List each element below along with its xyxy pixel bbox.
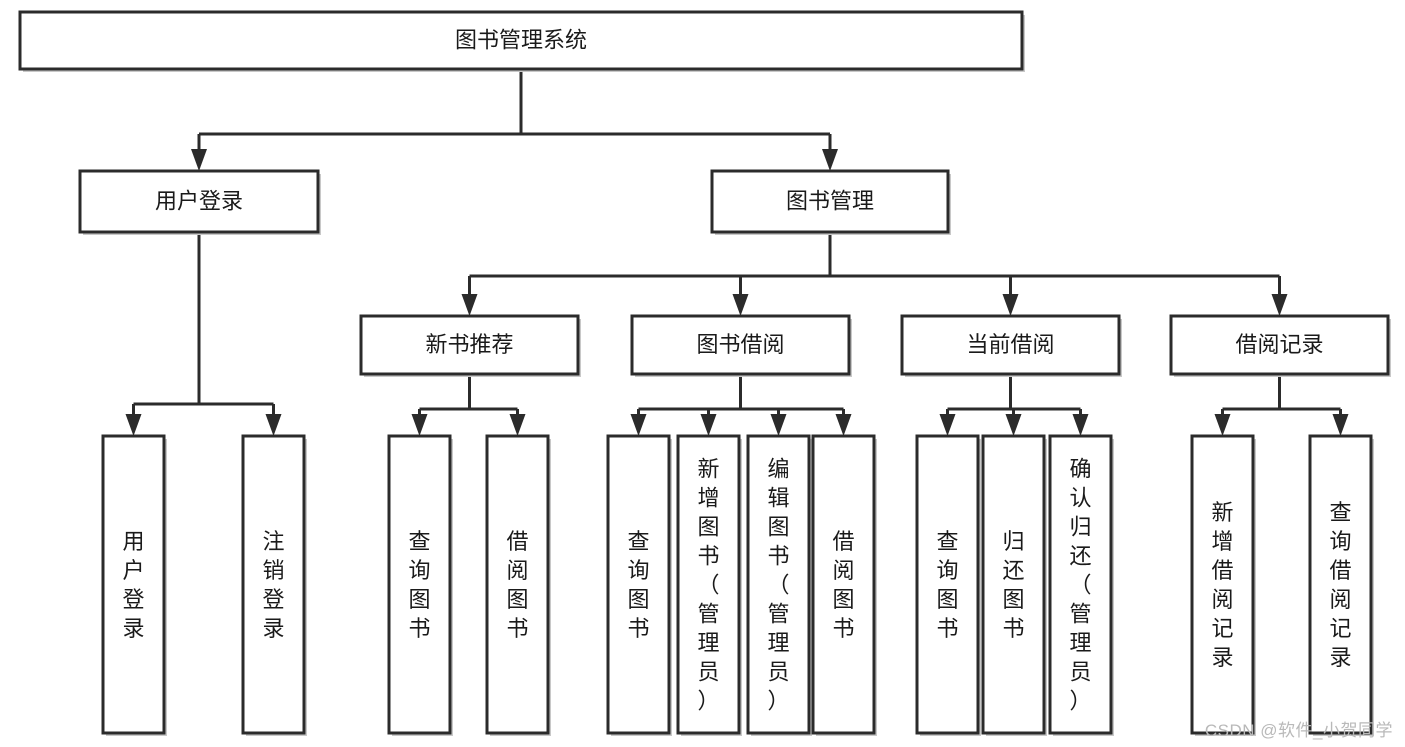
node-label: 新书推荐 [425,332,513,357]
connector-layer [125,69,1349,436]
node-box[interactable] [485,434,550,735]
node-box[interactable] [359,314,580,376]
node-box[interactable] [1048,434,1113,735]
node-current-borrow[interactable]: 当前借阅 [900,314,1122,377]
node-label: 查询图书 [936,529,958,641]
connector-group [461,232,1288,316]
node-label: 查询图书 [627,529,649,641]
node-box[interactable] [18,10,1024,71]
node-box[interactable] [1190,434,1255,735]
node-leaf-rec-borrow-book[interactable]: 借阅图书 [485,434,551,736]
node-label: 新增借阅记录 [1211,500,1233,670]
connector-group [191,69,838,171]
node-leaf-rec-query-record[interactable]: 查询借阅记录 [1308,434,1374,736]
node-label: 查询借阅记录 [1329,500,1351,670]
node-label: 图书借阅 [696,332,784,357]
node-label: 编辑图书（管理员） [767,457,789,714]
node-book-borrow[interactable]: 图书借阅 [630,314,852,377]
node-leaf-rec-query-book[interactable]: 查询图书 [387,434,453,736]
node-label: 注销登录 [262,529,284,641]
node-box[interactable] [710,169,950,234]
node-box[interactable] [78,169,320,234]
node-box[interactable] [746,434,811,735]
node-box[interactable] [900,314,1121,376]
node-leaf-borrow-borrow-book[interactable]: 借阅图书 [811,434,877,736]
node-box[interactable] [241,434,306,735]
node-leaf-rec-add-record[interactable]: 新增借阅记录 [1190,434,1256,736]
node-box[interactable] [981,434,1046,735]
node-box[interactable] [915,434,980,735]
node-label: 新增图书（管理员） [697,457,719,714]
node-label: 当前借阅 [966,332,1054,357]
node-leaf-user-login[interactable]: 用户登录 [101,434,167,736]
node-label: 用户登录 [155,188,243,213]
connector-group [630,374,852,436]
node-leaf-cur-query-book[interactable]: 查询图书 [915,434,981,736]
connector-group [1214,374,1349,436]
node-box[interactable] [1308,434,1373,735]
node-borrow-record[interactable]: 借阅记录 [1169,314,1391,377]
node-label: 借阅记录 [1235,332,1323,357]
node-leaf-borrow-edit-book[interactable]: 编辑图书（管理员） [746,434,812,736]
node-label: 确认归还（管理员） [1069,457,1091,714]
node-label: 借阅图书 [506,529,528,641]
node-user-login[interactable]: 用户登录 [78,169,321,235]
node-root[interactable]: 图书管理系统 [18,10,1025,72]
node-leaf-cur-return-book[interactable]: 归还图书 [981,434,1047,736]
node-box[interactable] [1169,314,1390,376]
node-box[interactable] [606,434,671,735]
connector-group [411,374,526,436]
connector-group [125,232,282,436]
node-label: 图书管理 [786,188,874,213]
node-label: 借阅图书 [832,529,854,641]
node-leaf-user-logout[interactable]: 注销登录 [241,434,307,736]
node-box[interactable] [101,434,166,735]
node-layer: 图书管理系统用户登录图书管理新书推荐图书借阅当前借阅借阅记录用户登录注销登录查询… [18,10,1391,736]
node-label: 查询图书 [408,529,430,641]
node-leaf-borrow-add-book[interactable]: 新增图书（管理员） [676,434,742,736]
node-book-manage[interactable]: 图书管理 [710,169,951,235]
connector-group [939,374,1089,436]
node-label: 图书管理系统 [455,27,587,52]
node-box[interactable] [630,314,851,376]
node-label: 归还图书 [1002,529,1024,641]
node-leaf-cur-confirm-return[interactable]: 确认归还（管理员） [1048,434,1114,736]
node-box[interactable] [387,434,452,735]
node-label: 用户登录 [122,529,144,641]
node-new-book-rec[interactable]: 新书推荐 [359,314,581,377]
node-leaf-borrow-query-book[interactable]: 查询图书 [606,434,672,736]
node-box[interactable] [811,434,876,735]
node-box[interactable] [676,434,741,735]
